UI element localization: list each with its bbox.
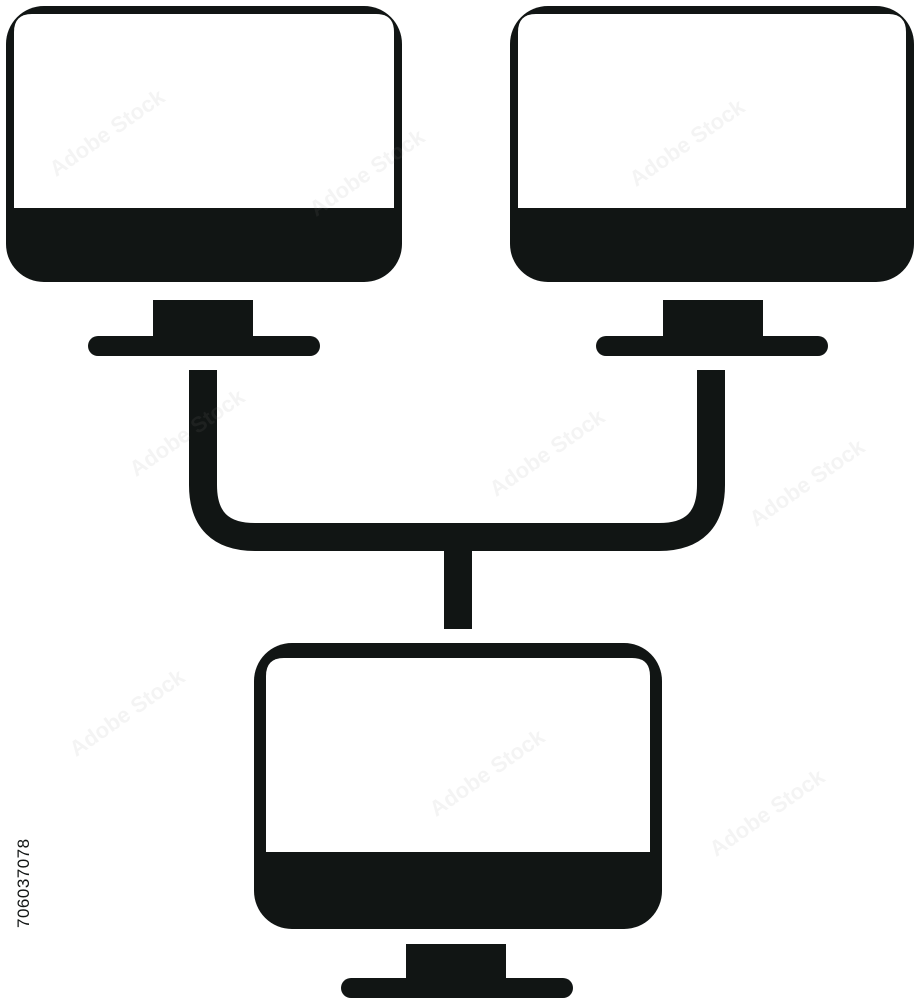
monitor-top-left-icon xyxy=(6,6,402,356)
connector-cable-icon xyxy=(189,370,725,629)
monitor-top-right-icon xyxy=(510,6,914,356)
monitor-bottom-icon xyxy=(254,643,662,998)
stock-id-label: 706037078 xyxy=(14,838,33,928)
